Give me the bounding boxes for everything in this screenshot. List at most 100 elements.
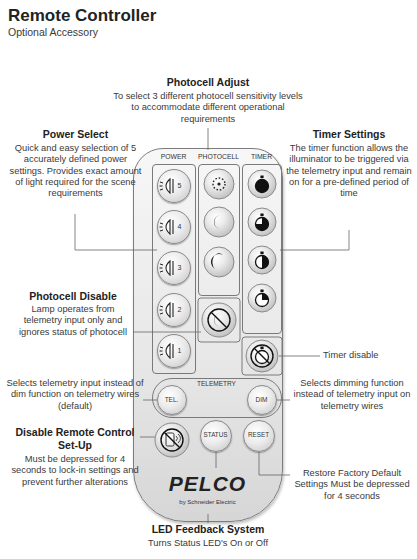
photocell-icon	[213, 178, 225, 190]
callout-text: Must be depressed for 4 seconds to lock-…	[10, 454, 140, 488]
photocell-button	[204, 207, 234, 237]
button-label: 4	[178, 223, 182, 231]
timer-icon	[256, 218, 269, 231]
lamp-icon	[160, 220, 174, 234]
lamp-icon	[160, 261, 174, 275]
button-label: POWER	[145, 153, 203, 160]
photocell-disable-button	[202, 303, 236, 337]
callout-text: Selects dimming function instead of tele…	[290, 378, 414, 412]
timer-icon	[256, 176, 269, 193]
prohibit-symbol	[208, 309, 230, 331]
callout-text: Quick and easy selection of 5 accurately…	[8, 143, 143, 200]
disable-remote-button	[155, 423, 189, 457]
subtitle: Optional Accessory	[8, 26, 208, 39]
callout-text: Turns Status LED's On or Off	[108, 538, 308, 549]
power-button: 2	[157, 293, 191, 327]
button-label: TIMER	[235, 153, 289, 160]
callout-text: The timer function allows the illuminato…	[284, 143, 414, 200]
leader-line	[208, 514, 209, 523]
signal-icon	[176, 434, 181, 443]
button-label: RESET	[248, 432, 269, 439]
status-button: STATUS	[200, 420, 232, 452]
lamp-icon	[160, 344, 174, 358]
leader-line	[75, 214, 157, 250]
power-button: 1	[157, 334, 191, 368]
photocell-column: PHOTOCELL	[198, 164, 240, 296]
power-button: 3	[157, 251, 191, 285]
telemetry-button: TEL.	[157, 385, 187, 415]
timer-icon	[262, 256, 269, 269]
photocell-buttons	[198, 169, 240, 342]
reset-button: RESET	[243, 420, 275, 452]
remote-body: PELCO by Schneider Electric POWER 5 4 3 2 1 PHOT…	[133, 148, 283, 522]
power-icons	[160, 179, 174, 358]
lamp-icon	[160, 303, 174, 317]
callout-heading: Disable Remote Control Set-Up	[10, 426, 140, 452]
power-column: POWER54321	[152, 164, 196, 374]
remote-icon	[166, 433, 174, 446]
telemetry-band: TELEMETRYTEL.DIM	[152, 378, 282, 418]
callout-heading: Photocell Adjust	[108, 76, 308, 89]
prohibit-symbol	[161, 429, 183, 451]
photocell-button	[204, 169, 234, 199]
photocell-icon	[214, 215, 221, 229]
timer-icon	[256, 180, 269, 193]
prohibit-symbol	[164, 432, 180, 448]
photocell-icon	[211, 253, 223, 269]
button-label: 2	[178, 306, 182, 314]
callout-text: Selects telemetry input instead of dim f…	[6, 378, 144, 412]
callout-text: Lamp operates from telemetry input only …	[12, 304, 134, 338]
dim-button: DIM	[247, 385, 277, 415]
timer-disable-button	[246, 340, 278, 372]
callout-heading: Photocell Disable	[12, 290, 134, 303]
callout-text: Timer disable	[323, 350, 415, 361]
timer-button	[248, 246, 276, 274]
disable-remote-button	[155, 423, 189, 457]
brand-logo: PELCO	[134, 472, 281, 495]
photocell-button	[204, 247, 234, 277]
brand-tagline: by Schneider Electric	[134, 499, 281, 506]
leader-line	[140, 437, 155, 438]
timer-icon	[256, 290, 269, 307]
leader-line	[208, 128, 209, 150]
leader-line	[216, 452, 217, 468]
prohibit-symbol	[251, 345, 273, 367]
leader-line	[279, 356, 320, 357]
timer-icon	[256, 252, 269, 269]
disable-frame	[198, 298, 240, 342]
photocell-icon	[217, 182, 220, 185]
button-label: TEL.	[165, 396, 179, 403]
leader-line	[259, 452, 290, 475]
photocell-icon	[214, 313, 221, 327]
power-button: 4	[157, 210, 191, 244]
prohibit-symbol	[211, 312, 227, 328]
button-label: STATUS	[204, 432, 228, 439]
disable-frame	[242, 337, 282, 375]
callout-text: Restore Factory Default Settings Must be…	[292, 468, 412, 502]
button-label: 3	[178, 264, 182, 272]
prohibit-symbol	[254, 348, 270, 364]
button-label: PHOTOCELL	[191, 153, 247, 160]
leader-line	[277, 400, 290, 401]
timer-icon	[262, 294, 269, 301]
leader-line	[133, 332, 201, 333]
timer-buttons	[242, 170, 282, 375]
timer-icon	[256, 214, 269, 231]
callout-heading: Power Select	[8, 128, 143, 141]
callout-heading: Timer Settings	[284, 128, 414, 141]
timer-icon	[256, 347, 269, 364]
button-label: 5	[178, 182, 182, 190]
lamp-icon	[160, 179, 174, 193]
timer-button	[248, 170, 276, 198]
leader-lines	[75, 128, 349, 523]
timer-button	[248, 284, 276, 312]
page-title: Remote Controller	[8, 6, 308, 27]
timer-column: TIMER	[242, 164, 282, 334]
callout-text: To select 3 different photocell sensitiv…	[113, 91, 303, 125]
leader-line	[143, 400, 157, 401]
leader-line	[280, 230, 349, 250]
power-button: 5	[157, 169, 191, 203]
timer-button	[248, 208, 276, 236]
